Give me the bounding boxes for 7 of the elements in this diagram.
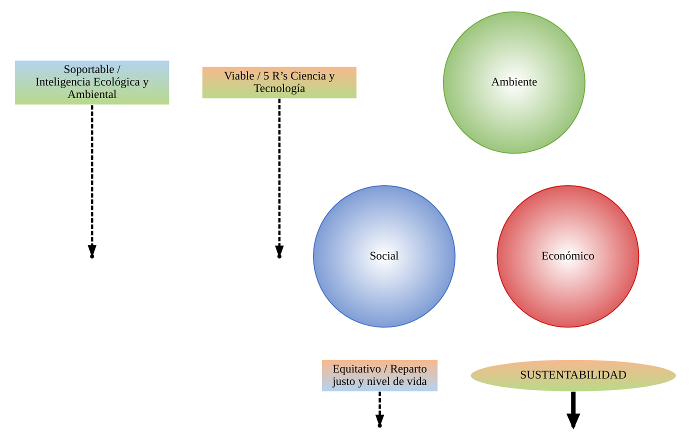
node-box: Soportable / Inteligencia Ecológica y Ambiental [14,60,170,106]
node-box: Equitativo / Reparto justo y nivel de vida [320,359,438,392]
node-circle: Social [312,185,455,328]
node-circle: Ambiente [442,11,585,154]
node-circle: Económico [496,185,639,328]
node-box: Viable / 5 R’s Ciencia y Tecnología [200,66,357,100]
node-ellipse: SUSTENTABILIDAD [469,359,676,392]
